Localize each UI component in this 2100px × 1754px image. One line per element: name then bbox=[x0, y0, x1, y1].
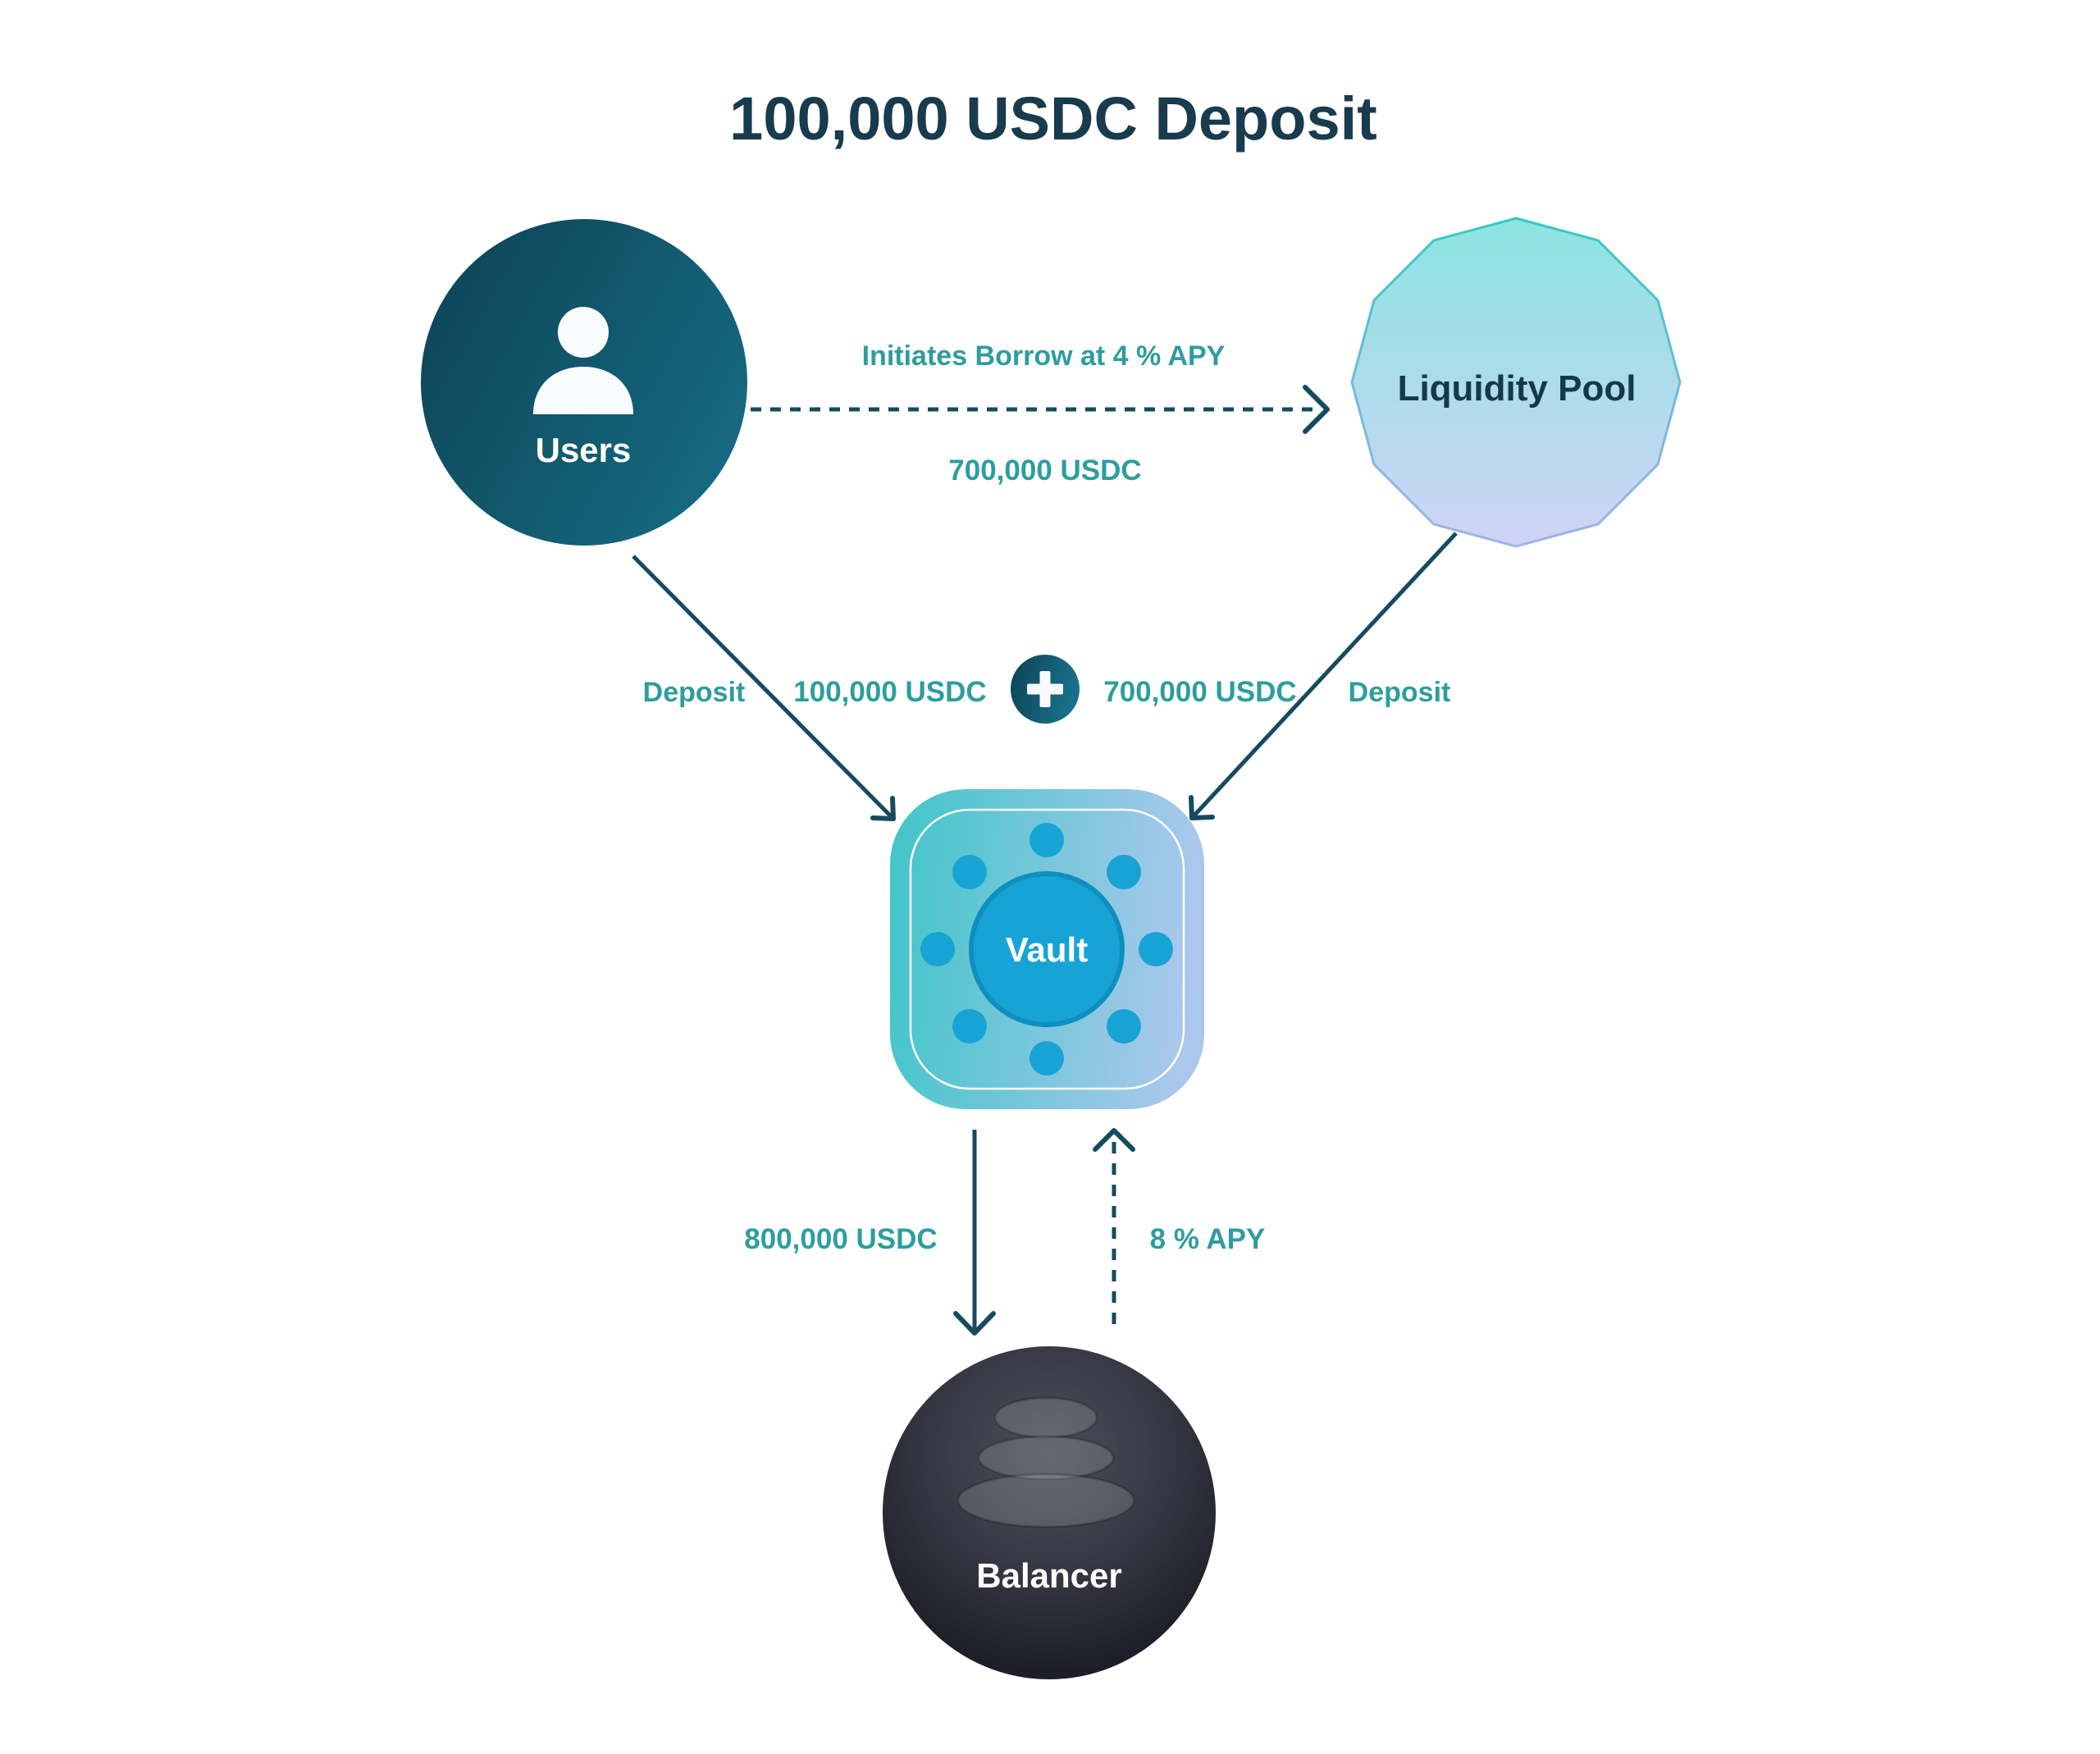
liquidity-pool-label: Liquidity Pool bbox=[1398, 368, 1637, 409]
arrowhead-downright-icon bbox=[870, 796, 896, 821]
vault-dot bbox=[1107, 855, 1141, 889]
vault-outflow-amount: 800,000 USDC bbox=[744, 1223, 937, 1255]
borrow-arrow bbox=[751, 385, 1330, 434]
vault-dot bbox=[952, 1009, 987, 1044]
vault-dot bbox=[1139, 932, 1173, 966]
liquidity-pool-shape bbox=[1350, 217, 1682, 548]
deposit-label-right: Deposit bbox=[1349, 677, 1451, 708]
balancer-yield-label: 8 % APY bbox=[1150, 1223, 1266, 1255]
deposit-label-left: Deposit bbox=[643, 677, 746, 708]
deposit-amount-pool: 700,000 USDC bbox=[1103, 676, 1296, 708]
deposit-amount-users: 100,000 USDC bbox=[793, 676, 986, 708]
vault-to-balancer-arrow bbox=[953, 1130, 996, 1336]
liquidity-pool-node: Liquidity Pool bbox=[1350, 217, 1682, 548]
arrowhead-down-icon bbox=[953, 1311, 996, 1336]
vault-label: Vault bbox=[1006, 930, 1088, 969]
balancer-label: Balancer bbox=[976, 1556, 1121, 1595]
balancer-sphere bbox=[883, 1346, 1216, 1679]
page-title: 100,000 USDC Deposit bbox=[729, 85, 1377, 153]
vault-dots bbox=[920, 823, 1173, 1076]
arrowhead-up-icon bbox=[1093, 1128, 1135, 1152]
vault-dot bbox=[1107, 1009, 1141, 1044]
plus-icon bbox=[1011, 655, 1080, 724]
balancer-logo-icon bbox=[956, 1396, 1135, 1528]
borrow-label: Initiates Borrow at 4 % APY bbox=[862, 340, 1226, 372]
users-node: Users bbox=[421, 219, 747, 546]
vault-node: Vault bbox=[890, 789, 1204, 1109]
arrowhead-right-icon bbox=[1303, 385, 1330, 434]
vault-core-circle bbox=[969, 871, 1125, 1027]
vault-dot bbox=[920, 932, 955, 966]
arrowhead-downleft-icon bbox=[1189, 795, 1215, 820]
users-label: Users bbox=[536, 431, 632, 469]
users-deposit-arrow bbox=[632, 555, 896, 821]
user-icon bbox=[533, 307, 633, 414]
borrow-amount: 700,000 USDC bbox=[948, 454, 1141, 486]
vault-dot bbox=[952, 855, 987, 889]
vault-dot bbox=[1029, 823, 1064, 857]
pool-deposit-arrow bbox=[1189, 532, 1458, 820]
balancer-yield-arrow bbox=[1093, 1128, 1135, 1331]
vault-inner-outline bbox=[909, 808, 1185, 1090]
vault-dot bbox=[1029, 1041, 1064, 1076]
balancer-node: Balancer bbox=[883, 1346, 1216, 1679]
